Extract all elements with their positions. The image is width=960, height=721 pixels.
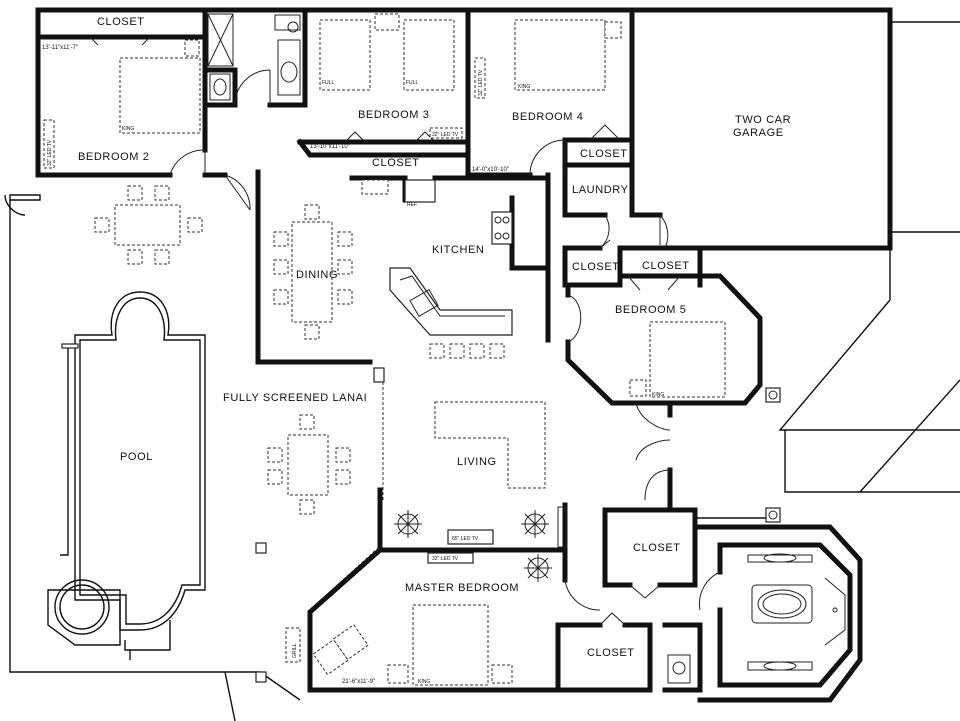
room-labels: CLOSET BEDROOM 2 BEDROOM 3 CLOSET BEDROO…: [78, 16, 791, 659]
dim-bedroom3: 13'-10"x11'-10": [310, 144, 350, 150]
fixtures: [43, 13, 846, 686]
plant-3: [524, 554, 552, 582]
label-bedroom4: BEDROOM 4: [512, 111, 583, 123]
grill-label: GRILL: [292, 643, 298, 658]
label-closet-b5-left: CLOSET: [572, 261, 620, 273]
living-sofa: [434, 401, 546, 489]
patio-table-2: [287, 434, 329, 496]
doors: [89, 36, 721, 626]
bed-full-1: [319, 19, 371, 91]
label-pool: POOL: [120, 451, 153, 463]
label-closet-master-bottom: CLOSET: [587, 647, 635, 659]
label-closet-top: CLOSET: [97, 16, 145, 28]
label-garage-2: GARAGE: [733, 127, 784, 139]
bed-full-2: [403, 19, 455, 91]
post-5: [765, 507, 781, 523]
label-kitchen: KITCHEN: [432, 244, 484, 256]
label-lanai: FULLY SCREENED LANAI: [223, 392, 367, 404]
tv-master: [427, 552, 474, 564]
label-closet-master-top: CLOSET: [633, 542, 681, 554]
label-bedroom3: BEDROOM 3: [358, 109, 429, 121]
range: [491, 211, 513, 245]
bed-bedroom4: [514, 19, 606, 91]
dim-bedroom2: 13'-11"x11'-7": [42, 45, 78, 51]
tv-label-living: 65" LED TV: [452, 536, 479, 542]
pool: [74, 291, 206, 631]
post-2: [255, 542, 267, 554]
label-bedroom2: BEDROOM 2: [78, 151, 149, 163]
king-label-b5: KING: [652, 392, 664, 398]
annotations: 13'-11"x11'-7" 13'-10"x11'-10" 14'-0"x10…: [42, 45, 664, 685]
label-garage-1: TWO CAR: [735, 114, 791, 126]
post-3: [255, 671, 267, 683]
king-label-master: KING: [418, 679, 430, 685]
tv-label-master: 32" LED TV: [432, 556, 459, 562]
label-closet-b3: CLOSET: [372, 157, 420, 169]
plant-1: [394, 510, 422, 538]
grill: [285, 627, 301, 663]
king-label-b4: KING: [518, 84, 530, 90]
refrigerator: [404, 179, 436, 203]
label-bedroom5: BEDROOM 5: [615, 304, 686, 316]
bed-bedroom5: [649, 321, 726, 398]
bed-bedroom2: [119, 57, 201, 134]
label-closet-b5-right: CLOSET: [642, 260, 690, 272]
dim-master: 21'-6"x11'-9": [342, 679, 375, 685]
king-label-b2: KING: [122, 126, 134, 132]
tv-label-b4: 32" LED TV: [478, 69, 484, 96]
plant-2: [521, 510, 549, 538]
full-label-2: FULL: [406, 80, 418, 86]
full-label-1: FULL: [322, 80, 334, 86]
post-1: [373, 367, 385, 383]
label-closet-b4: CLOSET: [580, 148, 628, 160]
bed-master: [412, 604, 489, 686]
post-4: [765, 387, 781, 403]
tv-living: [447, 529, 494, 545]
label-dining: DINING: [296, 269, 338, 281]
spa: [47, 589, 121, 646]
label-master: MASTER BEDROOM: [405, 582, 519, 594]
label-laundry: LAUNDRY: [572, 184, 629, 196]
tv-label-b3: 32" LED TV: [432, 132, 459, 138]
dim-bedroom4: 14'-0"x10'-10": [472, 167, 509, 173]
dining-table: [291, 221, 333, 323]
tv-label-b2: 32" LED TV: [47, 139, 53, 166]
kitchen-island: [389, 267, 513, 336]
exterior-lines: [4, 21, 960, 721]
ref-label: REF: [407, 202, 417, 208]
patio-table-1: [114, 204, 181, 246]
label-living: LIVING: [457, 456, 497, 468]
